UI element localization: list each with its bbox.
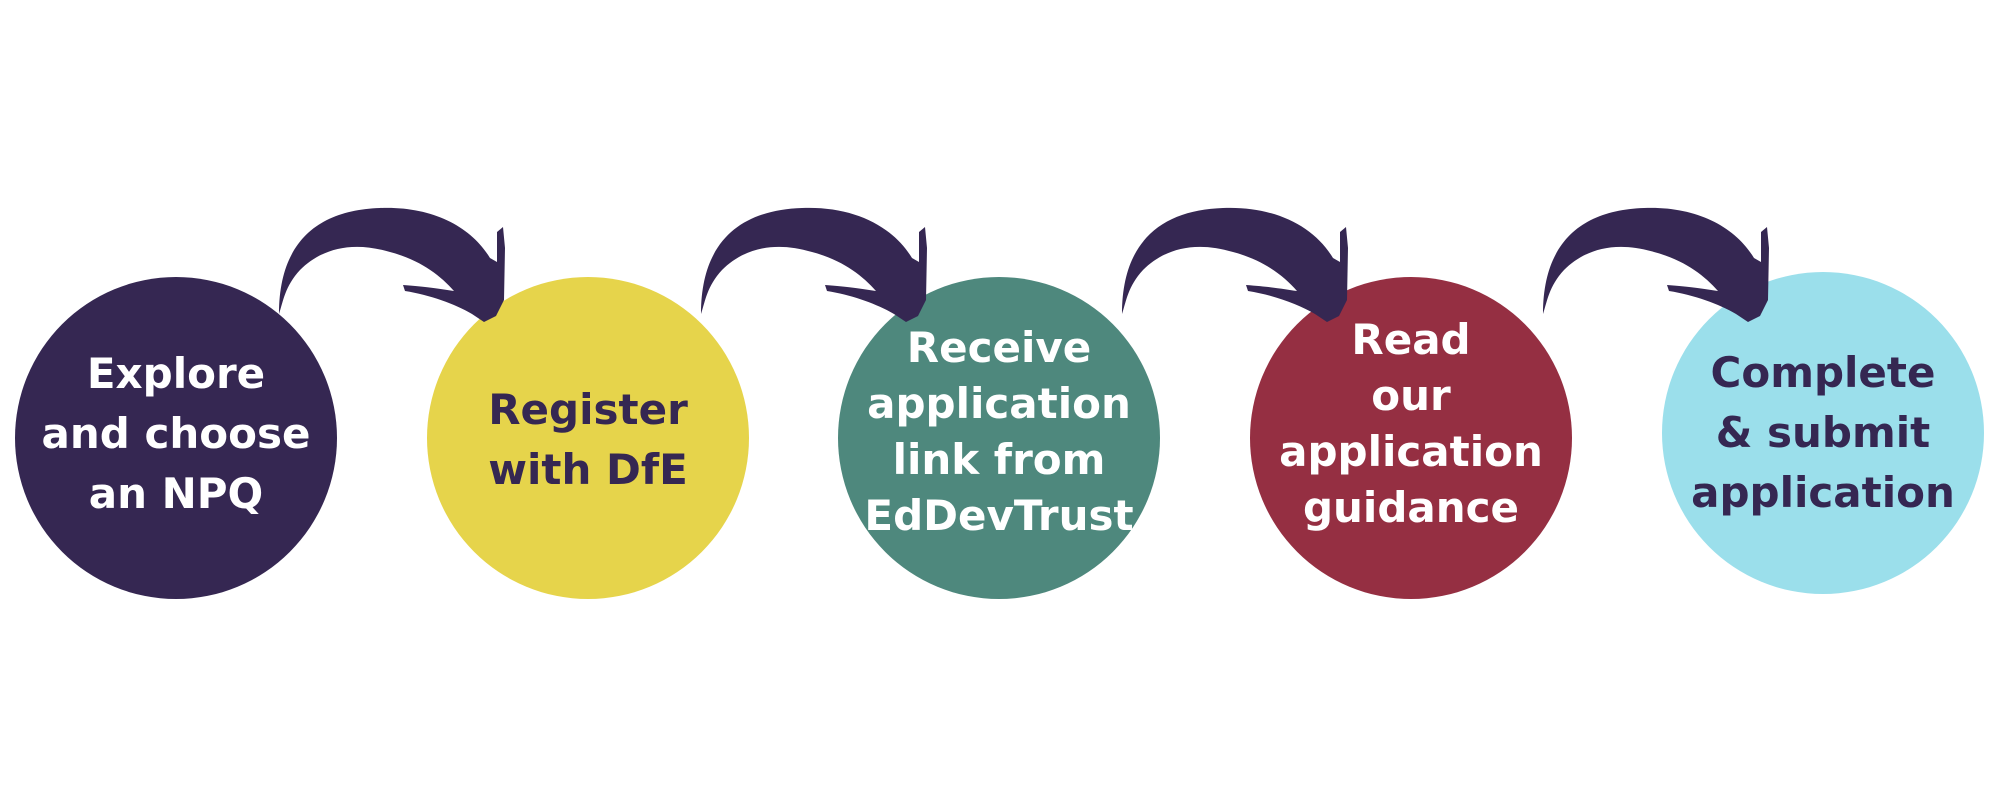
step-register-dfe: Register with DfE: [427, 277, 749, 599]
step-explore-npq: Explore and choose an NPQ: [15, 277, 337, 599]
step-register-dfe-label: Register with DfE: [488, 385, 688, 494]
step-receive-link-label: Receive application link from EdDevTrust: [864, 323, 1134, 540]
step-read-guidance: Read our application guidance: [1250, 277, 1572, 599]
step-read-guidance-label: Read our application guidance: [1279, 315, 1543, 532]
step-complete-submit-label: Complete & submit application: [1691, 348, 1955, 517]
step-explore-npq-label: Explore and choose an NPQ: [41, 349, 311, 518]
step-complete-submit: Complete & submit application: [1662, 272, 1984, 594]
step-receive-link: Receive application link from EdDevTrust: [838, 277, 1160, 599]
